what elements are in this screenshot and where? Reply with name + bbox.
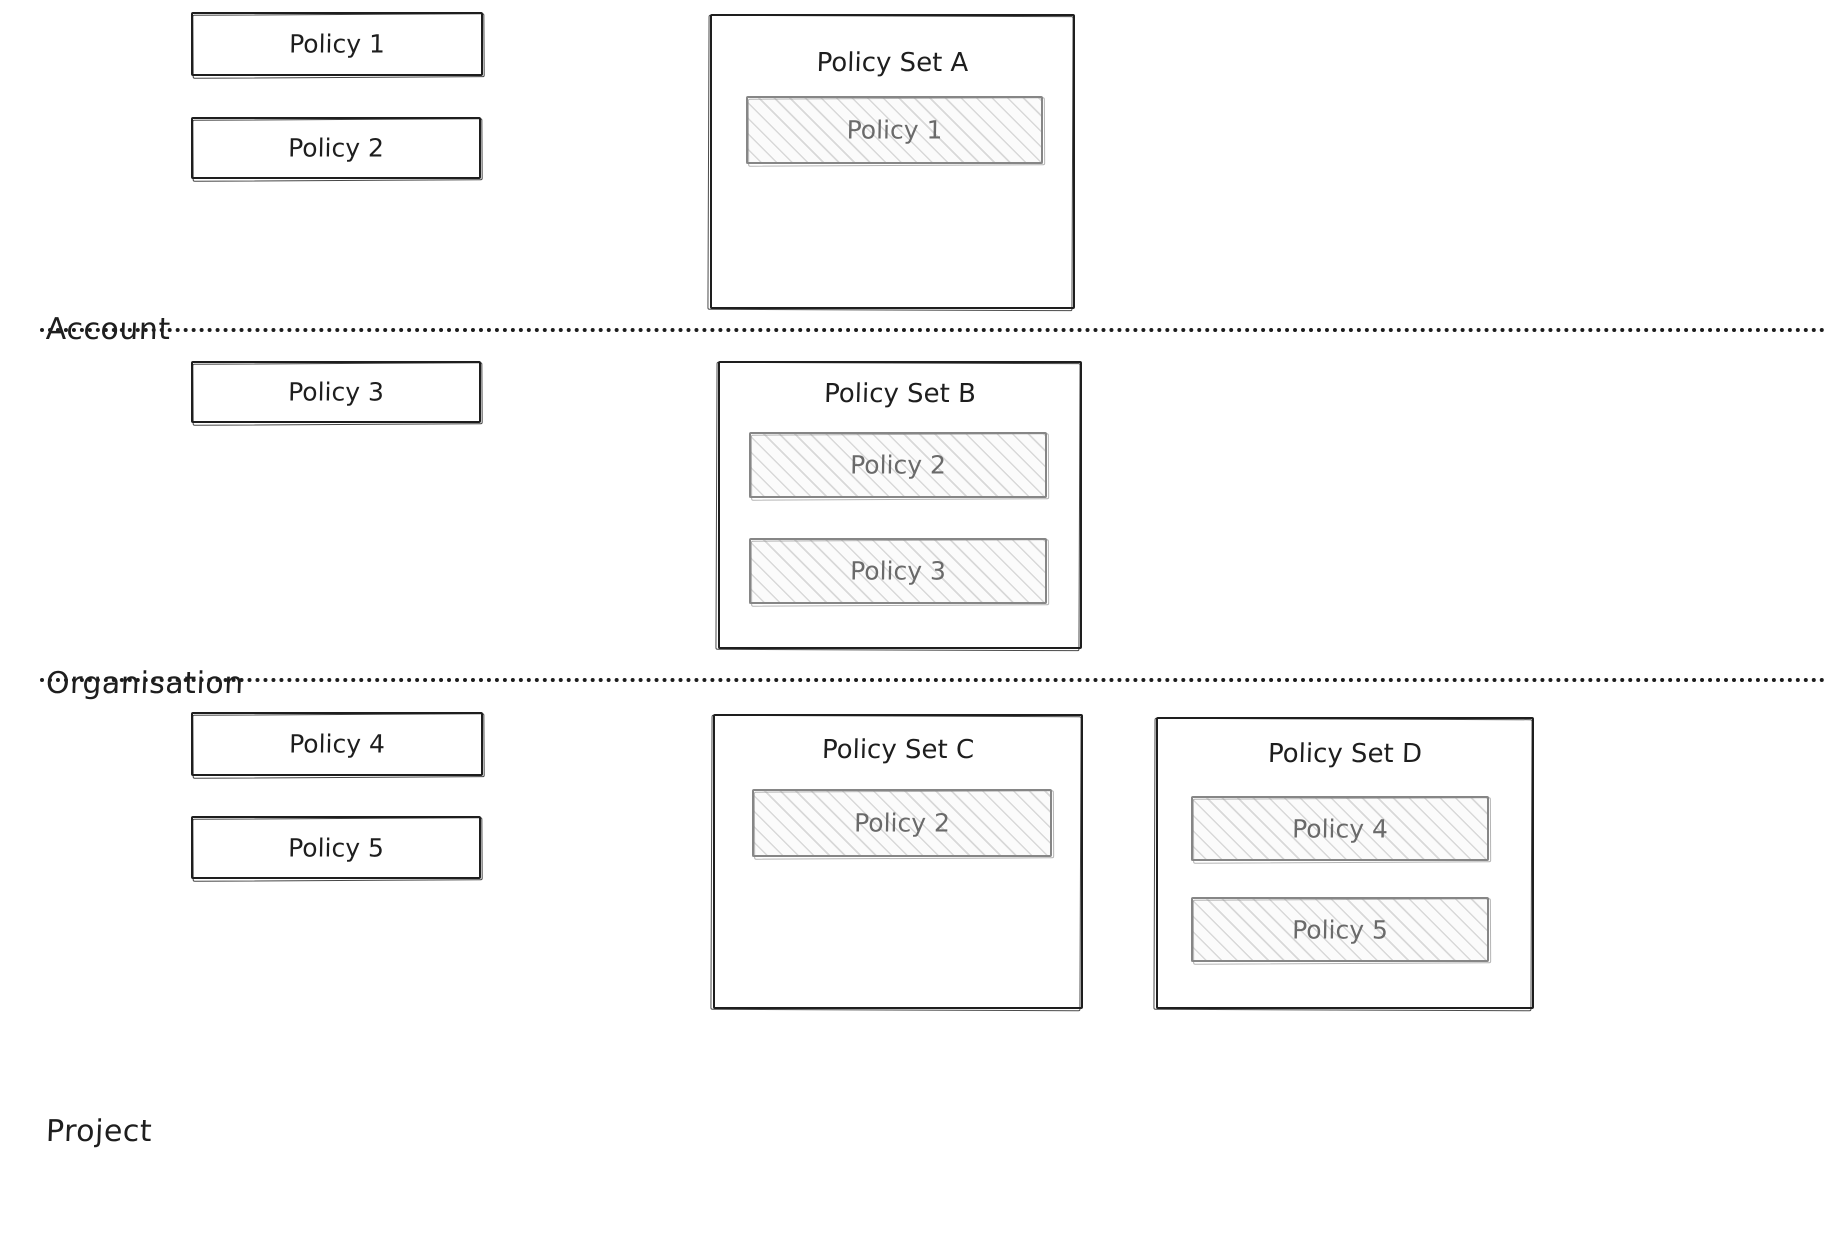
policy-box-policy-5[interactable]: Policy 5 xyxy=(191,816,483,882)
sketch-border xyxy=(1156,717,1534,1009)
policy-set-member-policy-2[interactable]: Policy 2 xyxy=(749,432,1050,501)
lane-label-project: Project xyxy=(45,1114,153,1149)
policy-set-title: Policy Set A xyxy=(816,48,969,78)
sketch-border xyxy=(191,361,481,423)
sketch-border xyxy=(752,789,1052,857)
policy-set-title: Policy Set B xyxy=(823,379,977,409)
policy-set-member-label: Policy 1 xyxy=(846,115,943,145)
policy-box-label: Policy 2 xyxy=(287,133,385,163)
policy-box-policy-2[interactable]: Policy 2 xyxy=(191,117,483,182)
sketch-border xyxy=(718,361,1082,649)
sketch-border xyxy=(746,96,1043,164)
policy-box-policy-1[interactable]: Policy 1 xyxy=(191,12,485,79)
sketch-border xyxy=(191,712,483,776)
policy-set-member-label: Policy 5 xyxy=(1291,915,1389,944)
sketch-border xyxy=(713,714,1083,1009)
sketch-border xyxy=(191,816,481,879)
sketch-border xyxy=(191,12,483,76)
policy-set-member-policy-1[interactable]: Policy 1 xyxy=(746,96,1046,167)
sketch-border xyxy=(1191,897,1489,962)
policy-box-label: Policy 1 xyxy=(288,29,386,59)
policy-set-member-policy-4[interactable]: Policy 4 xyxy=(1191,796,1492,864)
policy-set-member-label: Policy 2 xyxy=(853,808,951,838)
policy-set-d[interactable]: Policy Set D Policy 4 Policy 5 xyxy=(1153,717,1534,1012)
lane-label-organisation: Organisation xyxy=(45,666,245,701)
policy-set-a[interactable]: Policy Set A Policy 1 xyxy=(707,14,1075,312)
policy-box-policy-4[interactable]: Policy 4 xyxy=(191,712,485,779)
lane-divider-organisation-project xyxy=(40,678,1826,682)
policy-box-policy-3[interactable]: Policy 3 xyxy=(191,361,483,426)
policy-set-b[interactable]: Policy Set B Policy 2 Policy 3 xyxy=(715,361,1082,652)
policy-set-member-policy-2[interactable]: Policy 2 xyxy=(752,789,1055,860)
policy-set-member-label: Policy 2 xyxy=(849,450,947,480)
policy-set-title: Policy Set D xyxy=(1267,739,1423,769)
sketch-border xyxy=(749,432,1047,498)
policy-set-c[interactable]: Policy Set C Policy 2 xyxy=(710,714,1083,1012)
sketch-border xyxy=(710,14,1075,309)
sketch-border xyxy=(1191,796,1489,861)
policy-set-title: Policy Set C xyxy=(821,735,975,765)
policy-set-member-label: Policy 4 xyxy=(1291,814,1389,843)
lane-divider-account-organisation xyxy=(40,328,1826,332)
policy-set-member-policy-5[interactable]: Policy 5 xyxy=(1191,897,1492,965)
policy-set-member-policy-3[interactable]: Policy 3 xyxy=(749,538,1050,607)
sketch-border xyxy=(749,538,1047,604)
policy-box-label: Policy 3 xyxy=(287,377,385,407)
policy-box-label: Policy 4 xyxy=(288,729,386,759)
policy-box-label: Policy 5 xyxy=(287,833,385,862)
sketch-border xyxy=(191,117,481,179)
policy-set-member-label: Policy 3 xyxy=(849,556,947,586)
